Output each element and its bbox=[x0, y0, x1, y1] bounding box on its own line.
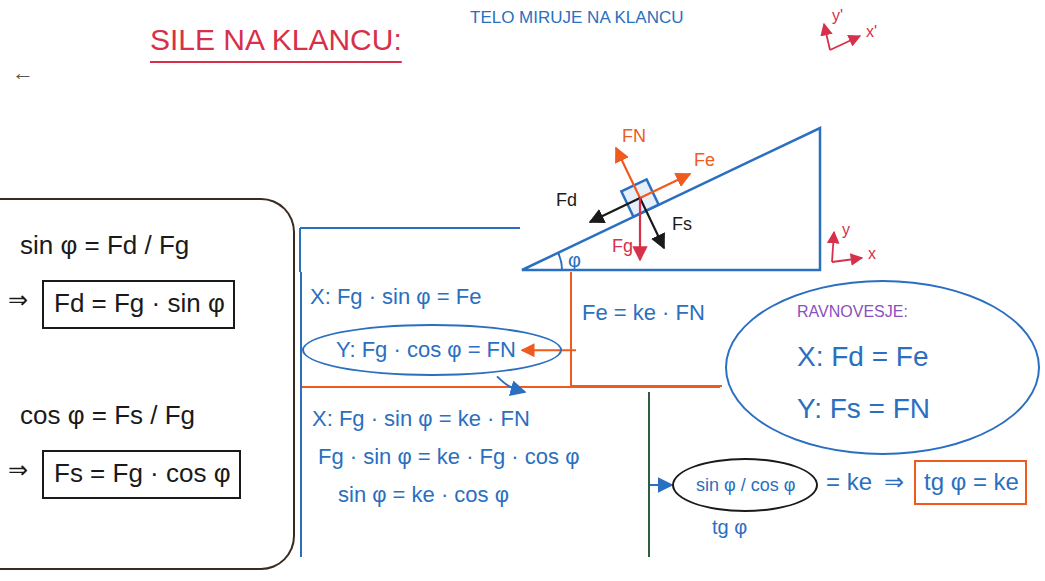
implies-symbol: ⇒ bbox=[8, 456, 28, 485]
axis-label: y' bbox=[832, 6, 843, 25]
ratio-note: tg φ bbox=[712, 515, 747, 539]
force-arrow bbox=[590, 198, 640, 222]
formula-text: Fe = ke · FN bbox=[582, 300, 705, 326]
title-underline bbox=[150, 61, 402, 63]
subtitle: TELO MIRUJE NA KLANCU bbox=[470, 8, 684, 28]
panel-line bbox=[299, 228, 301, 272]
axis-arrow bbox=[832, 232, 834, 262]
pointer-arrow bbox=[522, 349, 576, 351]
incline-triangle bbox=[522, 128, 820, 270]
equilibrium-ellipse: RAVNOVESJE: X: Fd = Fe Y: Fs = FN bbox=[725, 280, 1040, 455]
formula-text: Y: Fg · cos φ = FN bbox=[336, 337, 516, 363]
page-title: SILE NA KLANCU: bbox=[150, 22, 402, 58]
equation-panel: Y: Fg · cos φ = FN Fe = ke · FN X: Fg · si… bbox=[300, 272, 730, 395]
circled-equation: Y: Fg · cos φ = FN bbox=[302, 324, 562, 376]
force-label: Fg bbox=[612, 236, 633, 258]
axis-arrow bbox=[824, 24, 830, 50]
result-box: Fd = Fg · sin φ bbox=[42, 280, 235, 329]
force-arrow bbox=[640, 198, 664, 248]
force-label: Fe bbox=[694, 150, 715, 172]
angle-label: φ bbox=[568, 248, 581, 272]
back-arrow: ← bbox=[12, 60, 34, 86]
connector-arrow bbox=[497, 376, 525, 392]
formula-text: sin φ / cos φ bbox=[696, 475, 795, 497]
axis-arrow bbox=[832, 258, 862, 262]
axis-arrow bbox=[830, 36, 860, 50]
force-label: Fs bbox=[672, 214, 692, 236]
formula-text: X: Fg · sin φ = Fe bbox=[310, 284, 481, 310]
derivation-panel: X: Fg · sin φ = ke · FN Fg · sin φ = ke ·… bbox=[300, 392, 650, 557]
formula-text: Fd = Fg · sin φ bbox=[54, 288, 225, 319]
formula-text: tg φ = ke bbox=[924, 468, 1019, 497]
connector-arrow bbox=[650, 484, 672, 486]
formula-text: sin φ = Fd / Fg bbox=[20, 230, 189, 261]
implies-symbol: ⇒ bbox=[884, 468, 904, 497]
axis-label: x bbox=[868, 244, 876, 263]
force-arrow bbox=[616, 148, 640, 198]
equation-part: = ke bbox=[826, 468, 872, 497]
formula-text: X: Fd = Fe bbox=[797, 340, 929, 374]
force-arrow bbox=[640, 174, 690, 198]
result-box: Fs = Fg · cos φ bbox=[42, 450, 241, 499]
axis-label: y bbox=[842, 220, 850, 239]
formula-text: sin φ = ke · cos φ bbox=[338, 482, 509, 508]
panel-line bbox=[300, 227, 520, 229]
ratio-circle: sin φ / cos φ bbox=[672, 458, 818, 512]
formula-text: Y: Fs = FN bbox=[797, 392, 930, 426]
force-label: Fd bbox=[556, 190, 577, 212]
angle-arc bbox=[558, 253, 562, 270]
result-box: tg φ = ke bbox=[914, 460, 1027, 505]
force-label: FN bbox=[622, 126, 646, 148]
friction-region: Fe = ke · FN bbox=[570, 272, 722, 387]
implies-symbol: ⇒ bbox=[8, 286, 28, 315]
formula-text: X: Fg · sin φ = ke · FN bbox=[312, 406, 530, 432]
formula-text: RAVNOVESJE: bbox=[797, 302, 908, 321]
force-arrow bbox=[639, 198, 641, 260]
formula-text: Fg · sin φ = ke · Fg · cos φ bbox=[318, 444, 579, 470]
formula-text: cos φ = Fs / Fg bbox=[20, 400, 195, 431]
axis-label: x' bbox=[866, 22, 877, 41]
formula-panel: Fd = Fg · sin φ Fs = Fg · cos φ sin φ = Fd… bbox=[0, 198, 295, 570]
formula-text: Fs = Fg · cos φ bbox=[54, 458, 231, 489]
